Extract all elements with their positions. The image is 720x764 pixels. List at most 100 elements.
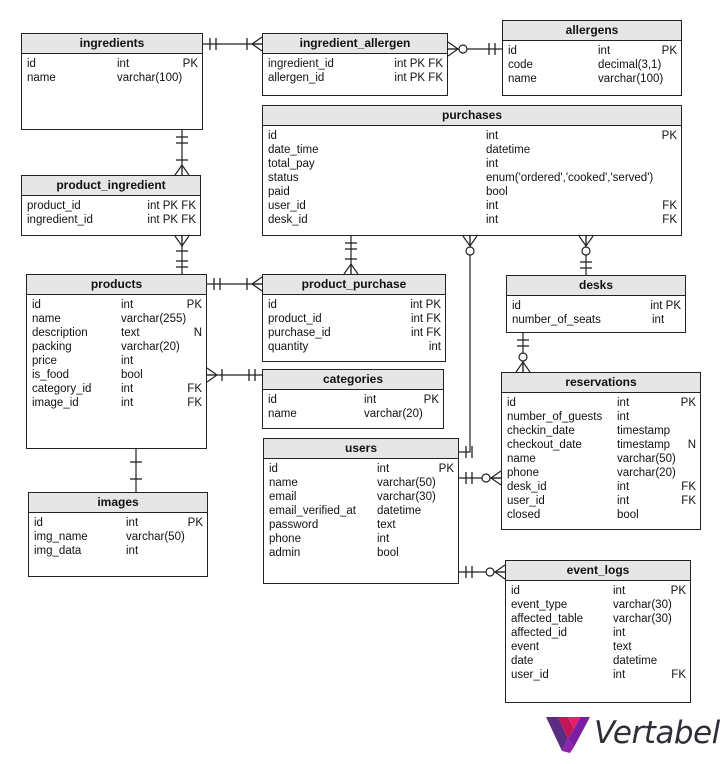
column-type: int (486, 130, 499, 142)
column-row: price int (32, 354, 202, 368)
column-type: timestamp (617, 439, 671, 451)
column-name: desk_id (268, 214, 308, 226)
column-key: int FK (410, 327, 441, 339)
column-name: checkin_date (507, 425, 575, 437)
table-title: ingredient_allergen (263, 34, 447, 54)
column-key: FK (187, 383, 202, 395)
table-title: event_logs (506, 561, 690, 581)
column-name: ingredient_id (27, 214, 93, 226)
zero-marker (458, 44, 468, 54)
column-type: decimal(3,1) (598, 59, 662, 71)
column-key: int (428, 341, 441, 353)
vertabelo-logo-text: Vertabelo (594, 715, 720, 751)
column-name: email_verified_at (269, 505, 356, 517)
zero-marker (518, 352, 528, 362)
column-name: name (268, 408, 297, 420)
zero-marker (485, 567, 495, 577)
table-title: reservations (502, 373, 700, 393)
column-key: PK (438, 463, 454, 475)
column-type: varchar(100) (598, 73, 664, 85)
column-name: image_id (32, 397, 79, 409)
table-title: images (29, 493, 207, 513)
table-title: products (27, 275, 206, 295)
column-key: FK (681, 495, 696, 507)
column-key: int PK FK (147, 214, 196, 226)
column-name: paid (268, 186, 290, 198)
column-key: int PK (650, 300, 681, 312)
column-name: product_id (27, 200, 81, 212)
column-key: PK (187, 517, 203, 529)
column-type: varchar(50) (126, 531, 185, 543)
column-name: price (32, 355, 57, 367)
column-key: PK (423, 394, 439, 406)
column-key: PK (186, 299, 202, 311)
column-type: int (364, 394, 377, 406)
column-key: FK (681, 481, 696, 493)
column-type: int (617, 411, 630, 423)
column-name: status (268, 172, 299, 184)
column-name: product_id (268, 313, 322, 325)
column-type: int (613, 627, 626, 639)
column-name: event (511, 641, 540, 653)
column-type: int (652, 314, 665, 326)
column-key: int PK FK (147, 200, 196, 212)
column-type: varchar(30) (613, 613, 672, 625)
rel-users-purchases (459, 236, 471, 453)
column-name: name (508, 73, 537, 85)
column-key: int FK (410, 313, 441, 325)
column-type: text (613, 641, 632, 653)
column-key: FK (662, 214, 677, 226)
column-name: id (508, 45, 517, 57)
zero-marker (481, 473, 491, 483)
table-title: categories (263, 370, 443, 390)
column-row: id int PK (512, 299, 681, 313)
column-name: admin (269, 547, 301, 559)
column-type: int (486, 200, 499, 212)
column-name: id (511, 585, 520, 597)
column-key: N (193, 327, 202, 339)
column-name: id (32, 299, 41, 311)
column-type: int (121, 355, 134, 367)
column-name: password (269, 519, 319, 531)
column-name: phone (269, 533, 301, 545)
column-name: id (512, 300, 521, 312)
vertabelo-logo-icon (546, 717, 590, 753)
